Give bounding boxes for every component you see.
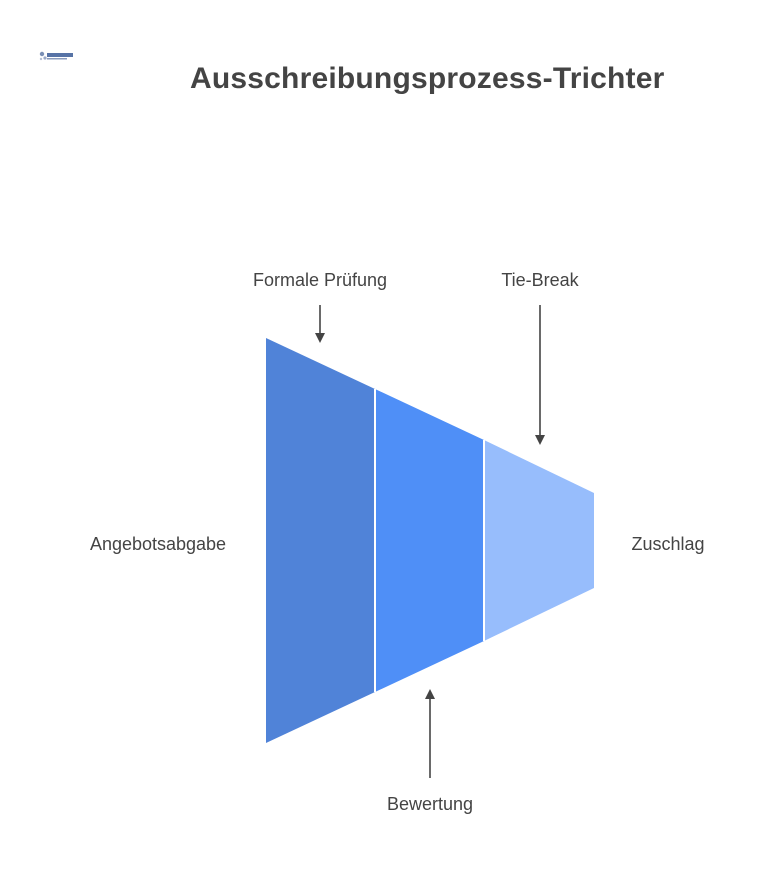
- funnel-stage-bewertung: [375, 389, 484, 692]
- label-formale-pruefung: Formale Prüfung: [253, 270, 387, 290]
- label-angebotsabgabe: Angebotsabgabe: [90, 534, 226, 554]
- funnel-stage-angebotsabgabe: [266, 338, 375, 743]
- label-zuschlag: Zuschlag: [631, 534, 704, 554]
- label-bewertung: Bewertung: [387, 794, 473, 814]
- funnel-stage-zuschlag: [484, 440, 594, 641]
- page-title: Ausschreibungsprozess-Trichter: [190, 62, 665, 95]
- label-tie-break: Tie-Break: [501, 270, 579, 290]
- brand-logo-icon: [38, 48, 78, 64]
